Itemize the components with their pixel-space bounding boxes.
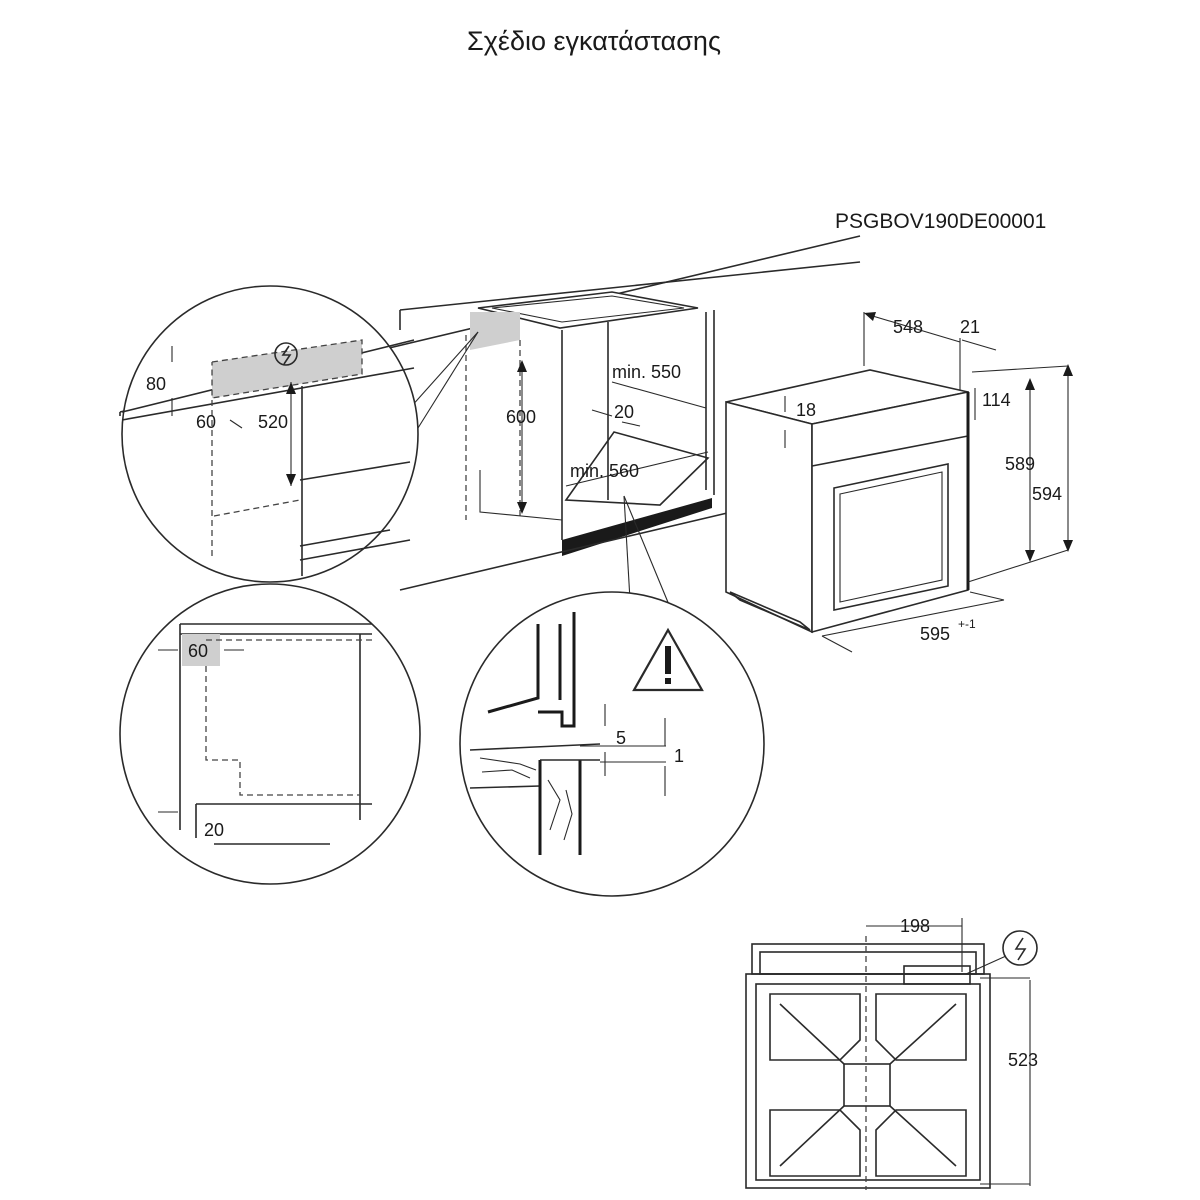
dim-589: 589: [1005, 454, 1035, 474]
dim-523: 523: [1008, 1050, 1038, 1070]
dim-60-detail: 60: [196, 412, 216, 432]
dim-21: 21: [960, 317, 980, 337]
dim-600: 600: [506, 407, 536, 427]
dim-114: 114: [982, 390, 1011, 410]
kitchen-cabinet: 600 min. 550 20 min. 560: [119, 235, 861, 613]
oven: 548 21 114 18 589 594 595 +-1: [725, 312, 1073, 653]
electrical-icon-1: [274, 342, 298, 366]
warning-icon: [632, 627, 704, 692]
page-title: Σχέδιο εγκατάστασης: [467, 26, 721, 56]
dim-min-560: min. 560: [570, 461, 639, 481]
detail-circle-gap: 5 1: [459, 591, 765, 897]
dim-80: 80: [146, 374, 166, 394]
dim-595: 595: [920, 624, 950, 644]
detail-circle-side: 60 20: [119, 583, 421, 885]
electrical-icon-2: [1002, 930, 1038, 966]
dim-5: 5: [616, 728, 626, 748]
dim-20-cabinet: 20: [614, 402, 634, 422]
dim-548: 548: [893, 317, 923, 337]
dim-198: 198: [900, 916, 930, 936]
oven-top-view: 198 523: [745, 916, 1038, 1190]
dim-20-side: 20: [204, 820, 224, 840]
dim-60-side: 60: [188, 641, 208, 661]
detail-circle-electrical: 80 60 520: [121, 285, 419, 583]
dim-595-tolerance: +-1: [958, 617, 976, 631]
dim-min-550: min. 550: [612, 362, 681, 382]
drawing-code: PSGBOV190DE00001: [835, 210, 1046, 233]
dim-1: 1: [674, 746, 684, 766]
dim-520: 520: [258, 412, 288, 432]
dim-18: 18: [796, 400, 816, 420]
dim-594: 594: [1032, 484, 1062, 504]
